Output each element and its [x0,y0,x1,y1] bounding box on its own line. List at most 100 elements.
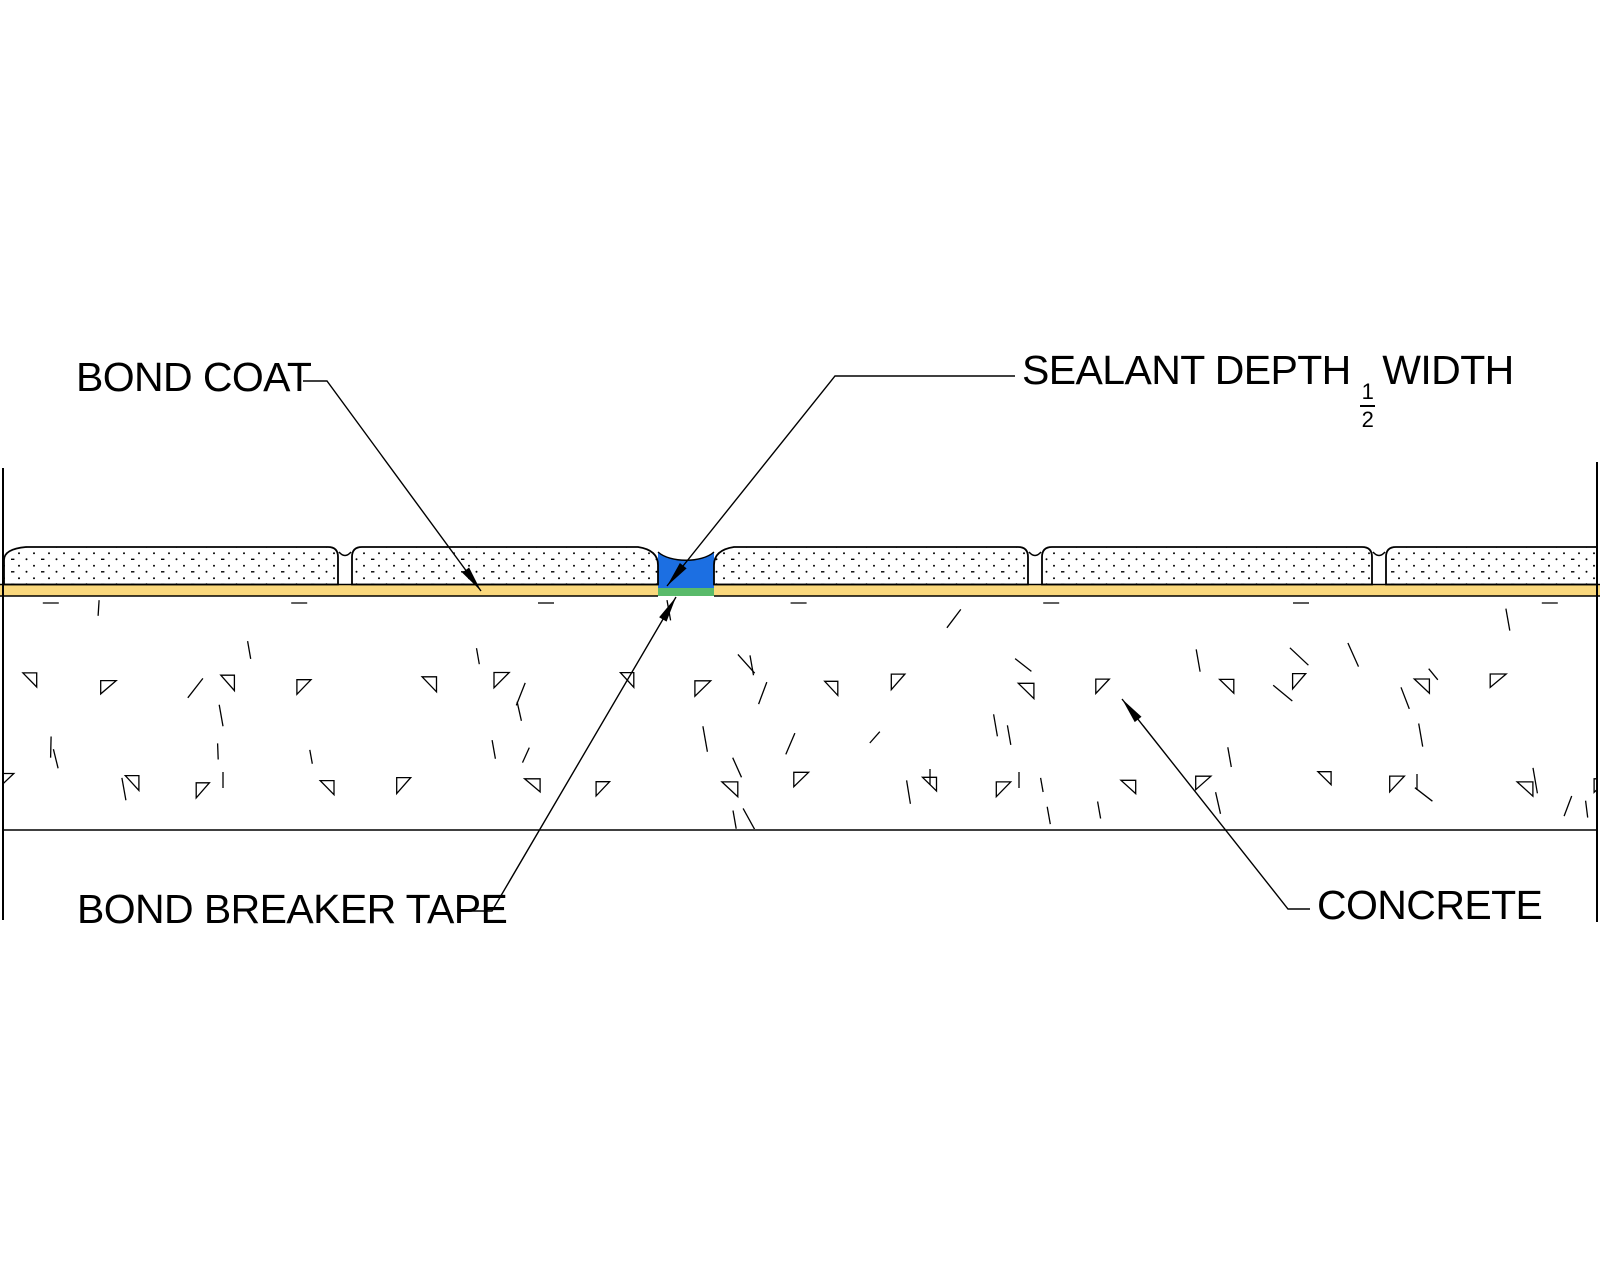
concrete-hatch-mark [187,678,204,699]
concrete-hatch-mark [1515,781,1534,798]
concrete-hatch-mark [475,648,480,665]
concrete-hatch-mark [1289,647,1309,666]
concrete-hatch-mark [732,810,737,829]
concrete-hatch-mark [992,714,999,737]
concrete-hatch-mark [1291,672,1308,691]
concrete-hatch-mark [1039,777,1044,793]
concrete-hatch-mark [521,747,530,763]
fraction-numerator: 1 [1359,381,1376,407]
bond-coat-label-text: BOND COAT [76,354,312,400]
concrete-hatch-mark [749,655,755,676]
tile [1385,546,1598,586]
tile-layer [3,546,1598,586]
concrete-hatch-mark [905,780,912,804]
tile [351,546,659,586]
concrete-hatch-mark [995,781,1013,799]
tile [3,546,339,586]
concrete-hatch-mark [49,736,52,758]
sealant-meniscus-line [657,551,715,561]
concrete-hatch-mark [123,774,140,793]
bond-coat-layer [0,584,1600,596]
concrete-hatch-mark [1006,725,1012,746]
concrete-hatch-mark [1217,678,1235,695]
concrete-hatch-mark [396,776,413,796]
bond-breaker-tape-label-text: BOND BREAKER TAPE [77,886,508,932]
concrete-hatch-mark [737,653,756,674]
grout-joint-lines [338,551,1386,557]
concrete-hatch-mark [219,674,236,693]
concrete-hatch-mark [516,701,523,721]
concrete-hatch-mark [491,739,497,759]
concrete-hatch-mark [1195,649,1201,672]
concrete-hatch-mark [1214,792,1222,814]
concrete-hatch-mark [793,771,811,789]
concrete-hatch-mark [1412,678,1431,695]
concrete-hatch-mark [1227,747,1232,768]
concrete-hatch-mark [52,749,59,769]
concrete-hatch-mark [1428,668,1439,681]
concrete-hatch-mark [296,679,313,696]
sealant-label-prefix: SEALANT DEPTH [1022,347,1351,393]
concrete-hatch-mark [1400,687,1410,710]
concrete-hatch-mark [216,743,219,760]
bond-breaker-tape-label: BOND BREAKER TAPE [77,886,508,932]
concrete-hatch-mark [1532,767,1539,794]
concrete-hatch-mark [21,672,38,689]
bond-breaker-tape-leader [470,596,677,912]
concrete-hatch-mark [1014,658,1032,672]
concrete-hatch-mark [1347,642,1360,667]
concrete-hatch-mark [869,731,881,744]
concrete-leader [1121,698,1310,910]
concrete-hatch-mark [720,781,739,799]
concrete-hatch-mark [246,640,252,660]
concrete-hatch-mark [1095,678,1111,696]
concrete-hatch-mark [2,772,16,786]
concrete-hatch-mark [757,681,768,705]
concrete-hatch-mark [1489,673,1508,689]
sealant-leader [666,375,1015,587]
concrete-hatch-mark [1414,787,1433,802]
concrete-hatch-mark [1389,775,1406,794]
sealant-label-suffix: WIDTH [1382,347,1514,393]
concrete-hatch-mark [420,676,438,694]
tile [1041,546,1373,586]
concrete-hatch-mark [1046,806,1051,825]
concrete-hatch-mark [1272,684,1293,702]
concrete-hatch-mark [1505,608,1511,631]
concrete-hatch-mark [218,704,224,727]
concrete-hatch-mark [1096,801,1102,819]
concrete-hatch-mark [97,600,100,616]
bond-breaker-tape [658,588,714,596]
concrete-hatch-mark [121,777,127,801]
concrete-hatch-mark [595,781,612,798]
concrete-hatch-mark [1316,771,1332,787]
concrete-hatch-mark [1195,775,1213,792]
concrete-hatch-mark [742,808,756,829]
tile [713,546,1029,586]
concrete-hatch-mark [785,732,796,755]
concrete-hatch-mark [1593,778,1598,794]
concrete-hatch-mark [1418,723,1424,747]
concrete-label: CONCRETE [1317,885,1543,926]
concrete-hatch-mark [890,673,907,692]
bond-coat-leader [303,380,482,592]
concrete-hatch-mark [100,679,118,696]
concrete-hatch-mark [823,680,839,698]
concrete-hatch-mark [694,680,713,698]
concrete-hatch-mark [522,778,541,794]
concrete-hatch-mark [1563,795,1573,817]
concrete-hatch-mark [1016,682,1035,701]
concrete-hatch-mark [946,609,962,629]
concrete-hatch-mark [702,726,709,752]
fraction-denominator: 2 [1361,407,1374,432]
concrete-hatch-mark [1119,779,1137,796]
concrete-hatch-mark [309,749,313,764]
concrete-hatch-mark [195,782,211,800]
concrete-hatch-mark [515,682,526,706]
concrete-hatch-mark [318,779,335,797]
concrete-hatch [2,599,1598,829]
